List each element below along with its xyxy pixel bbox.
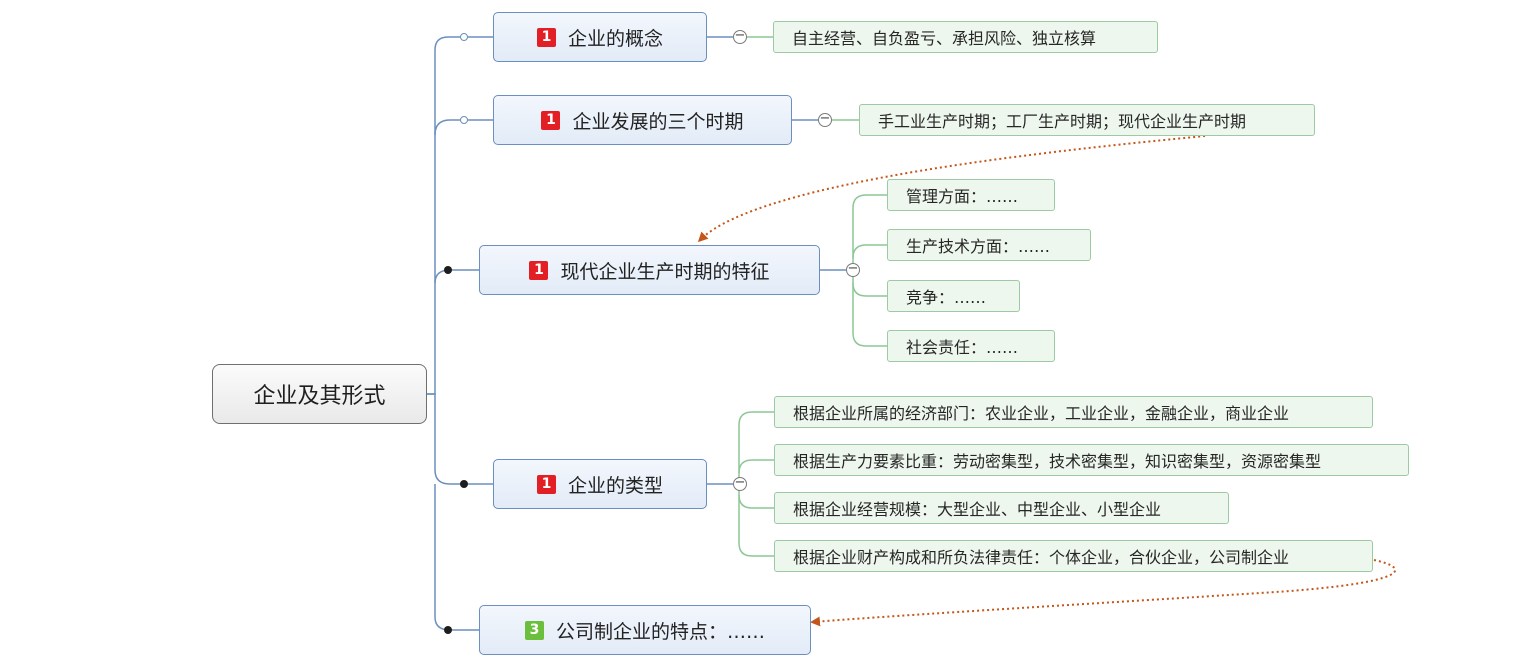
- subtopic-label: 手工业生产时期；工厂生产时期；现代企业生产时期: [878, 112, 1247, 131]
- branch-dot: [460, 480, 468, 488]
- branch-line-periods: [434, 119, 493, 136]
- topic-label: 现代企业生产时期的特征: [560, 260, 770, 283]
- branch-line-concept: [427, 36, 493, 395]
- branch-line-company: [434, 484, 479, 631]
- subtopic-concept-traits[interactable]: 自主经营、自负盈亏、承担风险、独立核算: [773, 21, 1158, 53]
- subtopic-label: 根据企业所属的经济部门：农业企业，工业企业，金融企业，商业企业: [793, 404, 1290, 423]
- priority-1-icon: 1: [529, 260, 549, 280]
- branch-dot: [444, 626, 452, 634]
- topic-label: 企业发展的三个时期: [572, 110, 744, 133]
- priority-1-icon: 1: [541, 110, 561, 130]
- subtopic-periods-list[interactable]: 手工业生产时期；工厂生产时期；现代企业生产时期: [859, 104, 1315, 136]
- subtopic-type-by-scale[interactable]: 根据企业经营规模：大型企业、中型企业、小型企业: [774, 492, 1229, 524]
- collapse-toggle-icon[interactable]: −: [733, 475, 747, 491]
- subtopic-label: 生产技术方面：……: [906, 237, 1051, 256]
- priority-1-icon: 1: [536, 474, 556, 494]
- root-topic[interactable]: 企业及其形式: [212, 364, 427, 424]
- collapse-toggle-icon[interactable]: −: [818, 111, 832, 127]
- subtopic-label: 竞争：……: [906, 288, 987, 307]
- root-topic-label: 企业及其形式: [253, 384, 386, 409]
- branch-dot: [444, 266, 452, 274]
- subtopic-competition[interactable]: 竞争：……: [887, 280, 1020, 312]
- subtopic-type-by-factor[interactable]: 根据生产力要素比重：劳动密集型，技术密集型，知识密集型，资源密集型: [774, 444, 1409, 476]
- topic-label: 企业的概念: [567, 27, 663, 50]
- branch-line-types: [427, 393, 493, 485]
- subtopic-label: 根据企业经营规模：大型企业、中型企业、小型企业: [793, 500, 1162, 519]
- branch-dot: [460, 116, 468, 124]
- topic-development-periods[interactable]: 1 企业发展的三个时期: [493, 95, 792, 145]
- subtopic-type-by-liability[interactable]: 根据企业财产构成和所负法律责任：个体企业，合伙企业，公司制企业: [774, 540, 1373, 572]
- priority-3-icon: 3: [524, 620, 544, 640]
- subtopic-label: 自主经营、自负盈亏、承担风险、独立核算: [792, 29, 1097, 48]
- topic-label: 企业的类型: [567, 474, 663, 497]
- subtopic-type-by-sector[interactable]: 根据企业所属的经济部门：农业企业，工业企业，金融企业，商业企业: [774, 396, 1373, 428]
- collapse-toggle-icon[interactable]: −: [846, 261, 860, 277]
- branch-dot: [460, 33, 468, 41]
- subtopic-label: 根据生产力要素比重：劳动密集型，技术密集型，知识密集型，资源密集型: [793, 452, 1322, 471]
- subtopic-management[interactable]: 管理方面：……: [887, 179, 1055, 211]
- subtopic-label: 管理方面：……: [906, 187, 1019, 206]
- relationship-arrow-periods-to-features: [697, 135, 1206, 243]
- subtopic-social-responsibility[interactable]: 社会责任：……: [887, 330, 1055, 362]
- topic-modern-features[interactable]: 1 现代企业生产时期的特征: [479, 245, 820, 295]
- topic-label: 公司制企业的特点：……: [555, 620, 765, 643]
- subtopic-label: 根据企业财产构成和所负法律责任：个体企业，合伙企业，公司制企业: [793, 548, 1290, 567]
- priority-1-icon: 1: [536, 27, 556, 47]
- topic-company-features[interactable]: 3 公司制企业的特点：……: [479, 605, 811, 655]
- subtopic-production-tech[interactable]: 生产技术方面：……: [887, 229, 1091, 261]
- branch-line-features: [434, 269, 479, 284]
- topic-enterprise-types[interactable]: 1 企业的类型: [493, 459, 707, 509]
- collapse-toggle-icon[interactable]: −: [733, 28, 747, 44]
- topic-enterprise-concept[interactable]: 1 企业的概念: [493, 12, 707, 62]
- subtopic-label: 社会责任：……: [906, 338, 1019, 357]
